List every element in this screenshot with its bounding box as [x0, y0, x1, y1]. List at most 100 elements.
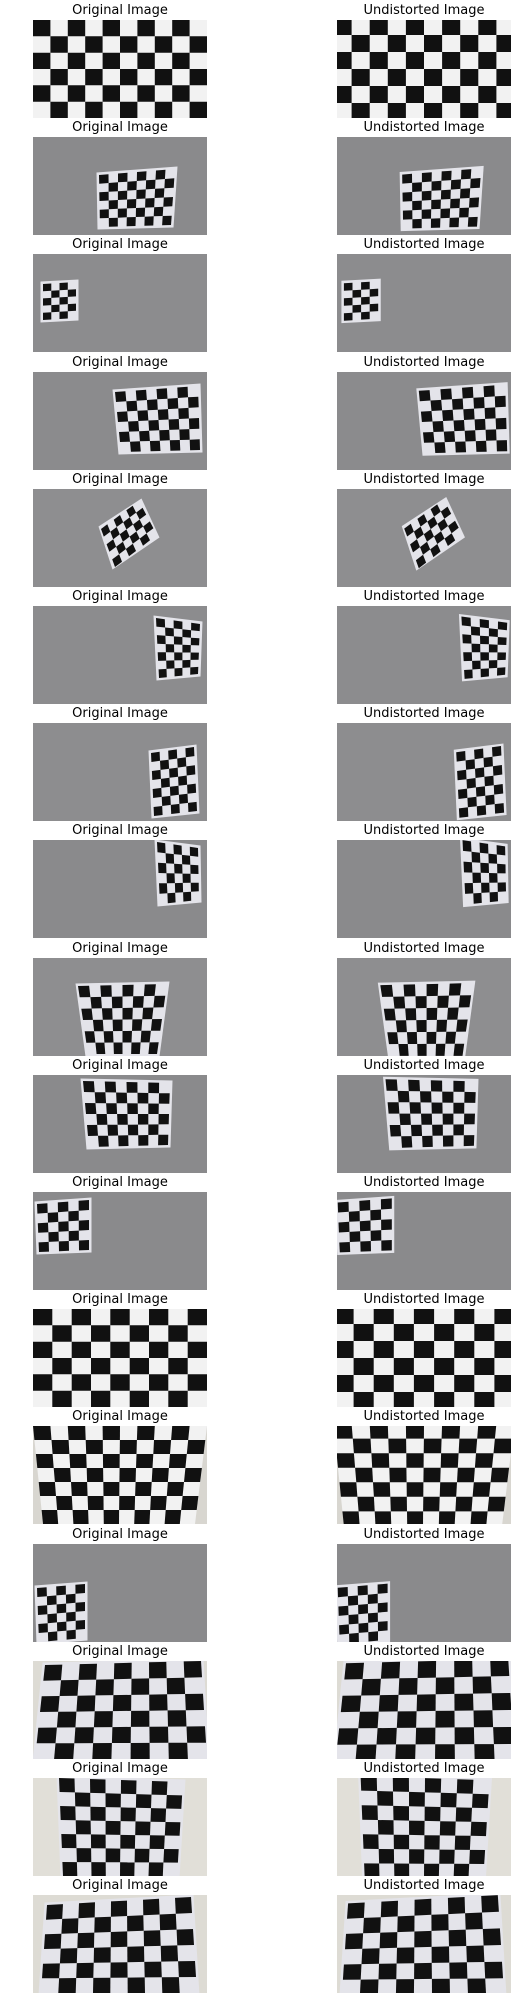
- checker-square: [71, 1374, 91, 1391]
- checker-square: [493, 784, 504, 795]
- checker-square: [151, 751, 160, 763]
- checker-square: [174, 864, 183, 874]
- checker-square: [440, 1792, 457, 1808]
- checker-square: [85, 101, 103, 118]
- checker-square: [353, 1324, 374, 1342]
- checker-square: [33, 1426, 52, 1441]
- checker-square: [379, 1932, 398, 1949]
- checker-square: [496, 439, 508, 451]
- checker-square: [90, 1806, 106, 1821]
- checker-square: [191, 622, 200, 632]
- checker-square: [469, 197, 480, 208]
- checker-square: [67, 303, 76, 312]
- checker-square: [189, 36, 207, 53]
- checker-square: [488, 853, 498, 865]
- checker-square: [377, 1791, 394, 1806]
- checker-square: [338, 1221, 350, 1233]
- checker-square: [373, 1375, 394, 1393]
- checker-square: [159, 429, 170, 441]
- checker-square: [393, 1392, 414, 1408]
- checkerboard-photo: [33, 1309, 207, 1408]
- checker-square: [396, 1947, 415, 1964]
- checker-square: [420, 541, 431, 555]
- checker-square: [364, 1863, 380, 1876]
- checker-square: [111, 996, 123, 1008]
- checker-square: [57, 1201, 69, 1213]
- checker-square: [116, 1092, 128, 1104]
- checker-square: [337, 20, 352, 35]
- checker-square: [337, 52, 352, 69]
- checker-square: [387, 69, 406, 86]
- checker-square: [389, 1468, 407, 1483]
- checker-square: [413, 1375, 435, 1393]
- checker-square: [37, 1586, 47, 1597]
- original-image-title: Original Image: [72, 1643, 168, 1659]
- checker-square: [378, 1963, 397, 1980]
- original-image-title: Original Image: [72, 1761, 168, 1776]
- checker-square: [46, 1904, 63, 1920]
- checker-square: [435, 1743, 455, 1759]
- checker-square: [410, 539, 420, 553]
- checker-square: [90, 996, 102, 1009]
- undistorted-image: [337, 1778, 511, 1876]
- checker-square: [437, 518, 448, 532]
- checker-square: [165, 853, 175, 865]
- checker-square: [406, 1031, 418, 1044]
- checker-square: [58, 1221, 69, 1232]
- checker-square: [164, 1510, 182, 1525]
- checker-square: [454, 1341, 475, 1359]
- checker-square: [377, 1601, 388, 1613]
- checker-square: [139, 430, 150, 441]
- checker-square: [143, 983, 156, 996]
- checker-square: [369, 1426, 389, 1439]
- checker-square: [163, 1849, 179, 1863]
- checker-square: [357, 1497, 375, 1512]
- checker-square: [495, 417, 507, 429]
- checker-square: [403, 983, 416, 997]
- checker-square: [431, 1946, 450, 1964]
- checker-square: [87, 1496, 104, 1511]
- checker-square: [72, 1510, 89, 1525]
- checker-square: [127, 1977, 145, 1994]
- checker-square: [170, 804, 180, 815]
- checker-square: [342, 1964, 362, 1980]
- checkerboard-photo: [33, 371, 207, 470]
- undistorted-image-title: Undistorted Image: [363, 120, 485, 136]
- checker-square: [401, 1135, 413, 1148]
- checker-square: [427, 516, 438, 529]
- checker-square: [66, 1611, 76, 1622]
- checker-square: [465, 759, 475, 770]
- checker-square: [186, 765, 196, 776]
- checker-square: [476, 805, 487, 816]
- checker-square: [182, 629, 192, 638]
- checker-square: [189, 101, 207, 118]
- checker-square: [174, 883, 184, 894]
- checker-square: [455, 1807, 472, 1822]
- checker-square: [38, 1622, 48, 1633]
- checker-square: [357, 1584, 368, 1596]
- checker-square: [387, 1101, 400, 1114]
- checker-square: [337, 1727, 359, 1745]
- checker-square: [359, 1220, 371, 1232]
- checker-square: [440, 189, 451, 200]
- checker-square: [166, 1677, 186, 1695]
- checker-square: [188, 396, 199, 408]
- checker-square: [78, 1220, 89, 1231]
- checker-square: [130, 440, 141, 452]
- checker-square: [397, 1915, 415, 1933]
- checker-square: [378, 1849, 395, 1864]
- checker-square: [412, 182, 422, 193]
- checker-square: [144, 1961, 162, 1978]
- checker-square: [483, 384, 495, 397]
- checker-square: [474, 1453, 494, 1469]
- checker-square: [349, 1632, 359, 1642]
- checker-square: [166, 873, 175, 884]
- checker-square: [186, 1440, 206, 1455]
- checker-square: [90, 1779, 106, 1794]
- undistorted-image: [337, 371, 511, 470]
- checker-square: [78, 1902, 95, 1919]
- checker-square: [177, 757, 187, 768]
- undistorted-image: [337, 488, 511, 587]
- original-image: [33, 1074, 207, 1173]
- checker-square: [136, 1454, 154, 1469]
